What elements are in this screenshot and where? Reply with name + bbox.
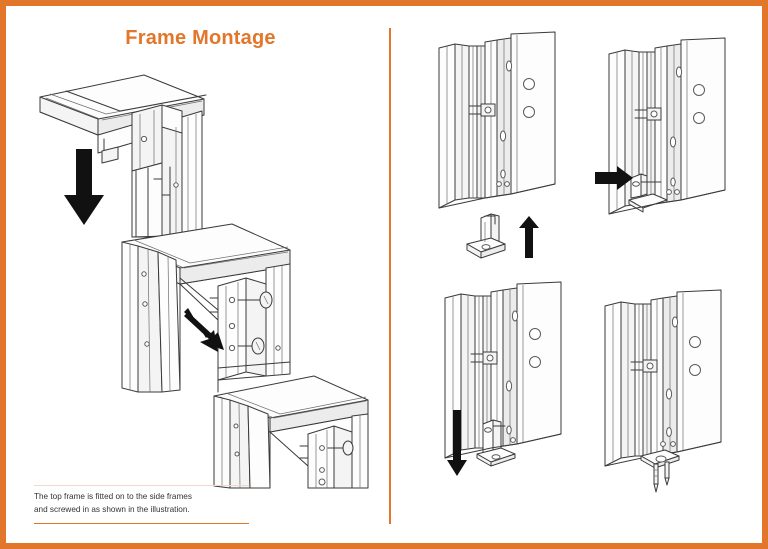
left-caption-line-1: The top frame is fitted on to the side f… (34, 492, 192, 501)
illustration-step-1-bracket-up (425, 31, 595, 267)
screw-icon (237, 337, 265, 355)
left-panel: Frame Montage (12, 12, 389, 549)
screw-icon (664, 461, 670, 486)
illustration-frame-corner-screws (114, 220, 314, 410)
latch-connector (470, 351, 498, 365)
arrow-down-icon (447, 410, 467, 476)
screw-icon (653, 463, 659, 493)
floor-montage-bracket (628, 173, 668, 213)
screw-icon (327, 440, 354, 456)
arrow-up-icon (519, 216, 539, 258)
left-caption: The top frame is fitted on to the side f… (34, 485, 249, 524)
floor-montage-bracket (476, 419, 516, 467)
illustration-top-frame-lowered (36, 67, 226, 242)
right-panel: The frame floor montage bracket is mount… (395, 12, 768, 549)
arrow-down-icon (64, 149, 104, 225)
floor-montage-bracket (466, 213, 506, 259)
latch-connector (634, 107, 662, 121)
screw-icon (237, 291, 273, 309)
illustration-step-2-bracket-right (595, 32, 755, 232)
latch-connector (630, 359, 658, 373)
left-caption-line-2: and screwed in as shown in the illustrat… (34, 504, 190, 514)
illustration-assembled-corner (208, 370, 378, 490)
illustration-step-4-fixed-with-screws (595, 280, 755, 493)
page-title: Frame Montage (125, 27, 276, 49)
column-divider (389, 28, 391, 524)
latch-connector (468, 103, 496, 117)
arrow-right-icon (595, 166, 633, 190)
illustration-step-3-bracket-down (423, 280, 593, 480)
